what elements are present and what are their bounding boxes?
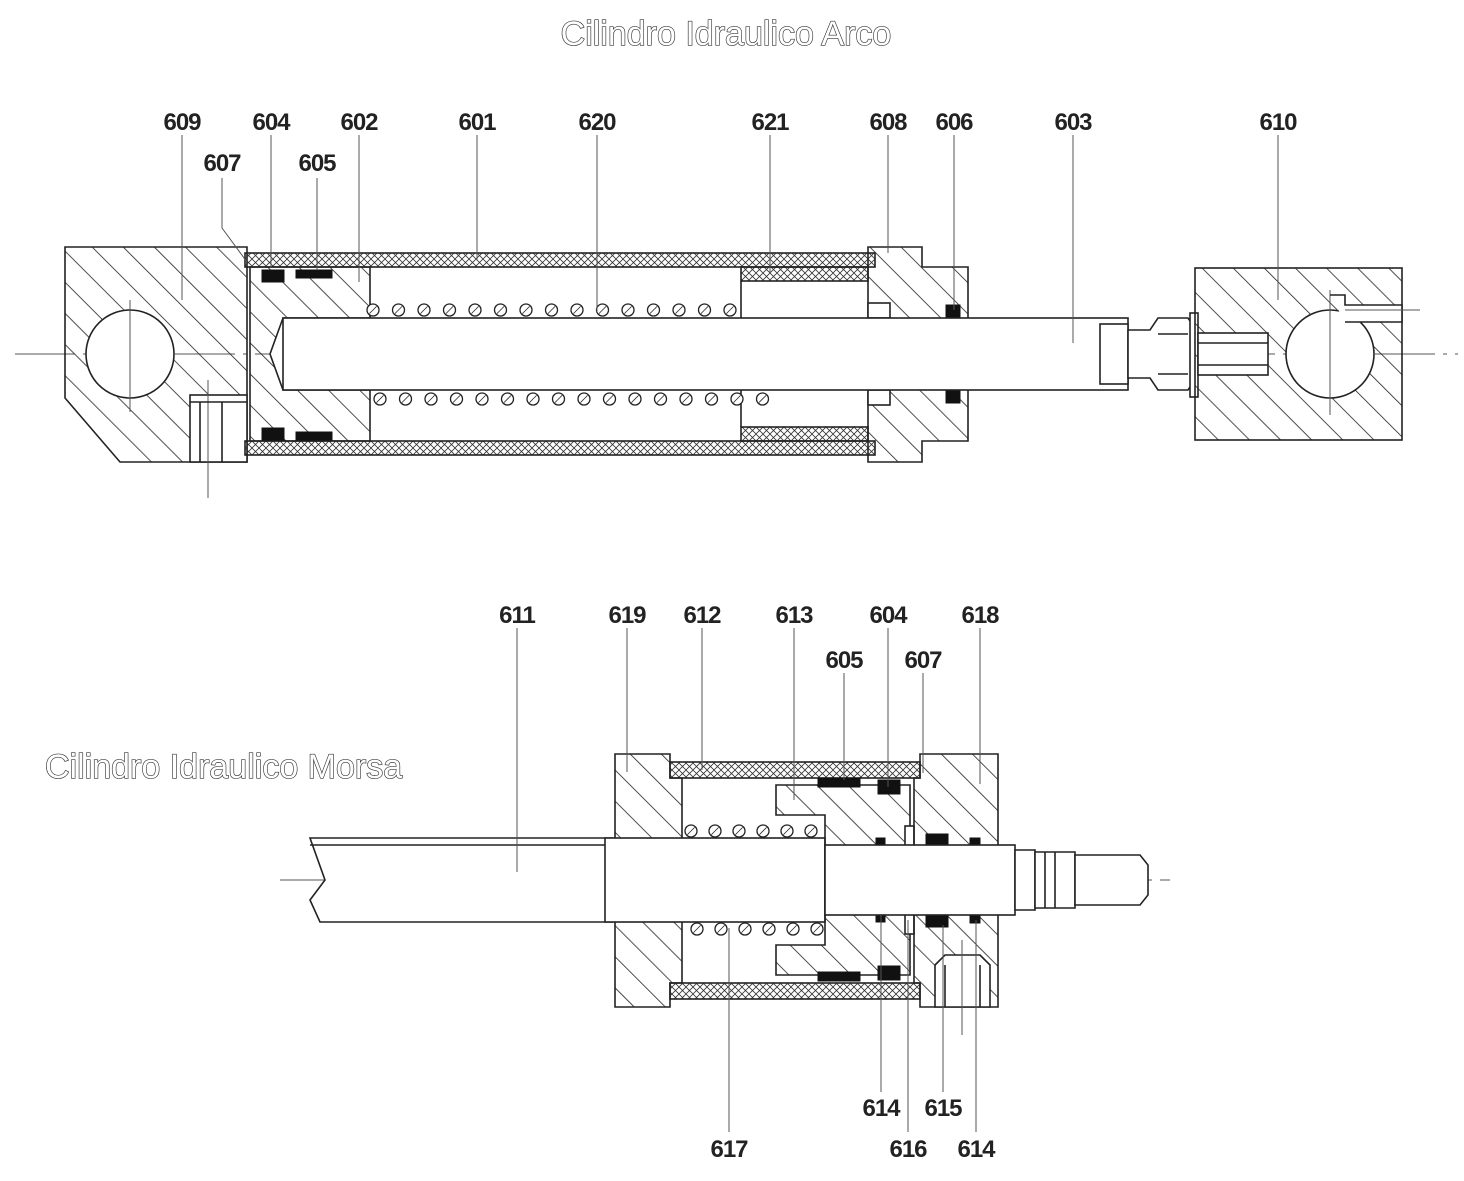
part-603-rod	[282, 312, 1199, 398]
label-613: 613	[775, 602, 813, 629]
spring-coil-mark	[503, 395, 512, 403]
leaders-bottom	[516, 628, 981, 1132]
seal-605-top	[295, 269, 333, 279]
label-611: 611	[499, 602, 535, 629]
seal-606-bottom	[945, 390, 961, 404]
label-607-b: 607	[904, 647, 942, 674]
spring-coil-mark	[598, 306, 607, 314]
spring-coil-mark	[649, 306, 658, 314]
seal-604-bottom	[261, 427, 285, 441]
leaders-top	[181, 135, 1279, 343]
part-619-head	[604, 753, 826, 1008]
spring-coil-mark	[478, 395, 486, 403]
spring-coil-mark	[711, 827, 719, 835]
part-620-spring	[366, 303, 770, 406]
label-605-b: 605	[825, 647, 863, 674]
spring-coil-mark	[573, 306, 581, 314]
cylinder-morsa: 611 619 612 613 604 618 605 607 614 615 …	[280, 602, 1170, 1163]
label-605: 605	[298, 150, 336, 177]
spring-coil-mark	[717, 925, 725, 933]
spring-coil-mark	[420, 306, 428, 314]
spring-coil-mark	[759, 827, 767, 835]
label-608: 608	[869, 109, 907, 136]
spring-coil-mark	[700, 306, 709, 314]
spring-coil-mark	[631, 395, 639, 403]
label-617: 617	[710, 1136, 748, 1163]
label-610: 610	[1259, 109, 1297, 136]
label-621: 621	[751, 109, 789, 136]
cylinder-arco: 609 604 602 601 620 621 608 606 603 610 …	[15, 109, 1458, 498]
seal-605-bottom	[295, 431, 333, 441]
title-arco: Cilindro Idraulico Arco	[561, 15, 892, 53]
label-604: 604	[252, 109, 291, 136]
spring-coil-mark	[726, 306, 734, 314]
seal-605-b-bottom	[817, 971, 861, 982]
spring-coil-mark	[427, 395, 435, 403]
seal-606-top	[945, 304, 961, 318]
part-610-front-eye	[1194, 267, 1420, 441]
spring-coil-mark	[369, 306, 377, 314]
spring-coil-mark	[496, 306, 505, 314]
spring-coil-mark	[605, 395, 614, 403]
spring-coil-mark	[765, 925, 773, 933]
spring-coil-mark	[580, 395, 588, 403]
label-603: 603	[1054, 109, 1092, 136]
label-620: 620	[578, 109, 616, 136]
spring-coil-mark	[735, 827, 743, 835]
spring-coil-mark	[741, 925, 749, 933]
seal-604-top	[261, 269, 285, 283]
label-606: 606	[935, 109, 973, 136]
spring-coil-mark	[624, 306, 632, 314]
spring-coil-mark	[554, 395, 563, 403]
label-609: 609	[163, 109, 201, 136]
spring-coil-mark	[445, 306, 454, 314]
label-614-b: 614	[957, 1136, 996, 1163]
spring-coil-mark	[682, 395, 690, 403]
spring-coil-mark	[401, 395, 410, 403]
label-601: 601	[458, 109, 496, 136]
spring-coil-mark	[522, 306, 530, 314]
label-612: 612	[683, 602, 721, 629]
spring-coil-mark	[656, 395, 665, 403]
spring-coil-mark	[758, 395, 767, 403]
label-607: 607	[203, 150, 241, 177]
spring-coil-mark	[707, 395, 716, 403]
part-617-spring	[684, 824, 824, 936]
part-609-rear-block	[64, 246, 248, 498]
spring-coil-mark	[394, 306, 403, 314]
label-602: 602	[340, 109, 378, 136]
label-618: 618	[961, 602, 999, 629]
spring-coil-mark	[813, 925, 821, 933]
label-616: 616	[889, 1136, 927, 1163]
spring-coil-mark	[789, 925, 797, 933]
title-morsa: Cilindro Idraulico Morsa	[45, 748, 402, 786]
spring-coil-mark	[547, 306, 556, 314]
seal-604-b-top	[877, 779, 901, 795]
label-614-a: 614	[862, 1095, 901, 1122]
spring-coil-mark	[452, 395, 461, 403]
seal-604-b-bottom	[877, 965, 901, 981]
part-611-rod-end	[824, 844, 1149, 916]
spring-coil-mark	[687, 827, 695, 835]
spring-coil-mark	[529, 395, 537, 403]
spring-coil-mark	[783, 827, 791, 835]
part-611-rod	[308, 837, 613, 923]
spring-coil-mark	[675, 306, 683, 314]
label-619: 619	[608, 602, 646, 629]
spring-coil-mark	[376, 395, 384, 403]
spring-coil-mark	[693, 925, 701, 933]
spring-coil-mark	[471, 306, 479, 314]
label-604-b: 604	[869, 602, 908, 629]
seal-605-b-top	[817, 777, 861, 788]
part-621-sleeve	[740, 266, 869, 442]
part-612-tube	[669, 761, 921, 1000]
spring-coil-mark	[733, 395, 741, 403]
spring-coil-mark	[807, 827, 815, 835]
label-615: 615	[924, 1095, 962, 1122]
